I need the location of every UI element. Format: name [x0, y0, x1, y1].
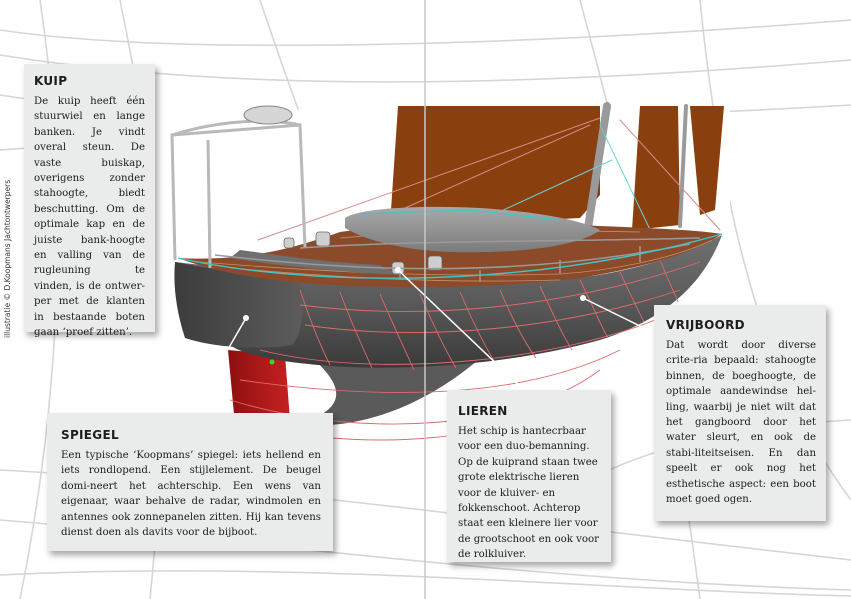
sails: [390, 106, 724, 230]
callout-vrijboord-body: Dat wordt door diverse crite-ria bepaald…: [666, 340, 816, 506]
radar-dome: [243, 105, 293, 125]
callout-vrijboord: VRIJBOORD Dat wordt door diverse crite-r…: [654, 305, 826, 521]
callout-spiegel: SPIEGEL Een typische ‘Koopmans’ spiegel:…: [47, 413, 333, 551]
rudder: [228, 350, 290, 425]
hull: [175, 235, 722, 368]
callout-spiegel-title: SPIEGEL: [61, 428, 119, 442]
callout-spiegel-body: Een typische ‘Koopmans’ spiegel: iets he…: [61, 450, 321, 539]
cockpit-coaming: [230, 250, 400, 275]
deck: [178, 222, 722, 288]
stern-arch: [170, 119, 307, 269]
callout-kuip: KUIP De kuip heeft één stuurwiel en lang…: [24, 64, 155, 338]
sheer-line: [177, 233, 723, 279]
transom: [174, 262, 303, 348]
callout-lieren: LIEREN Het schip is hantecrbaar voor een…: [447, 390, 611, 562]
callout-kuip-title: KUIP: [34, 74, 68, 88]
callout-vrijboord-title: VRIJBOORD: [666, 318, 745, 332]
callout-leaders: [189, 267, 649, 416]
illustration-credit: illustratie © D.Koopmans Jachtontwerpers: [3, 179, 12, 338]
callout-kuip-body: De kuip heeft één stuurwiel en lange ban…: [34, 96, 145, 339]
callout-lieren-body: Het schip is hantecrbaar voor een duo-be…: [458, 426, 600, 561]
callout-lieren-title: LIEREN: [458, 404, 508, 418]
